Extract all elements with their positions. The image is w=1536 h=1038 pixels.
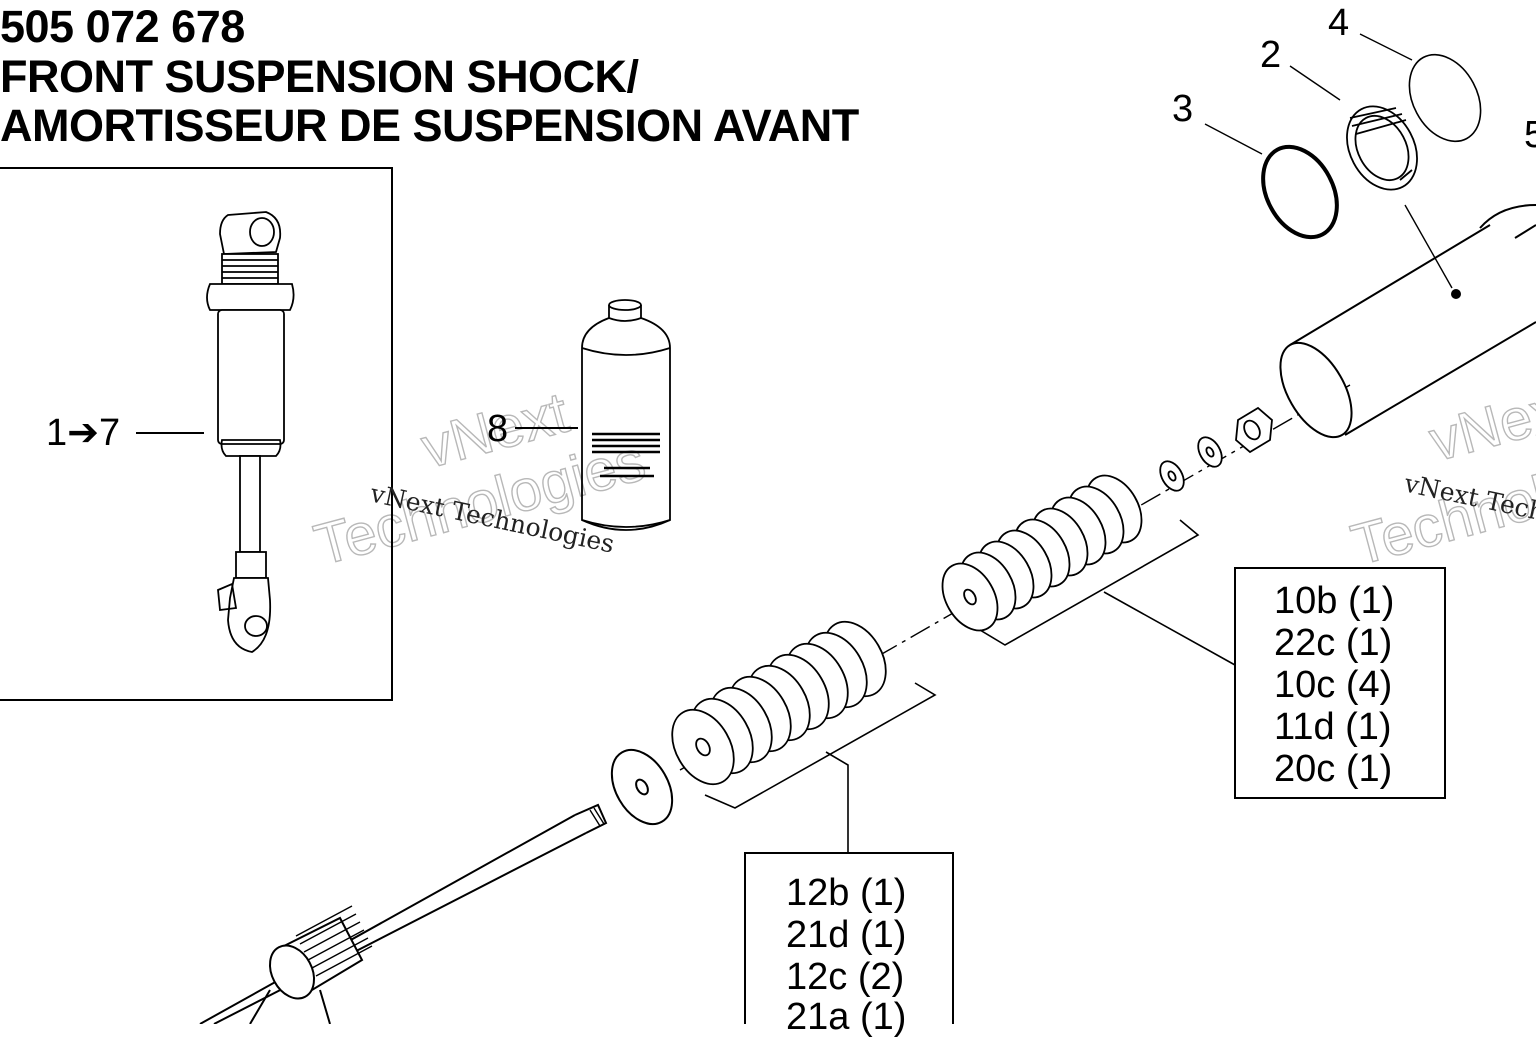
callout-2: 2 [1260,34,1282,76]
kit-right-row: 22c (1) [1274,622,1393,664]
kit-box-right-frame [1234,567,1446,799]
kit-right-row: 10c (4) [1274,664,1393,706]
nut-drawing [1235,406,1273,454]
kit-right-leader [1103,591,1236,666]
washer-pair-drawing [1159,436,1223,492]
kit-bottom-row: 12b (1) [786,872,907,914]
lower-shim-stack-drawing [671,620,887,786]
kit-bottom-leader [825,751,849,852]
callout-2-leader [1289,65,1341,101]
callout-4: 4 [1328,2,1350,44]
kit-bottom-row: 21a (1) [786,996,907,1038]
kit-bottom-row: 12c (2) [786,956,905,998]
kit-bottom-row: 21d (1) [786,914,907,956]
shock-shaft-drawing [199,803,608,1024]
shock-oil-bottle-drawing [581,299,671,531]
kit-right-row: 10b (1) [1274,580,1395,622]
callout-assembly: 1➔7 [46,412,121,454]
upper-shim-stack-drawing [941,474,1143,632]
callout-bushing-body-leader [1404,204,1453,289]
upper-stack-bracket [979,519,1200,646]
callout-5: 5 [1524,114,1536,156]
washer-single-drawing [610,749,674,825]
callout-3-leader [1204,123,1263,155]
cap-disc-drawing [1408,53,1482,143]
callout-3: 3 [1172,88,1194,130]
callout-oil: 8 [487,408,509,450]
kit-right-row: 11d (1) [1274,706,1392,748]
kit-right-row: 20c (1) [1274,748,1393,790]
o-ring-drawing [1261,144,1339,240]
part-number: 505 072 678 [0,1,245,52]
callout-4-leader [1359,33,1413,61]
kit-box-bottom-frame [744,852,954,1024]
diagram-title-english: FRONT SUSPENSION SHOCK/ [0,51,639,102]
diagram-title-french: AMORTISSEUR DE SUSPENSION AVANT [0,100,859,151]
assembly-inset-frame [0,167,393,701]
shock-body-drawing [1279,204,1536,439]
shock-assembly-drawing [206,211,295,653]
bushing-drawing [1346,105,1418,191]
lower-stack-bracket [704,682,937,809]
